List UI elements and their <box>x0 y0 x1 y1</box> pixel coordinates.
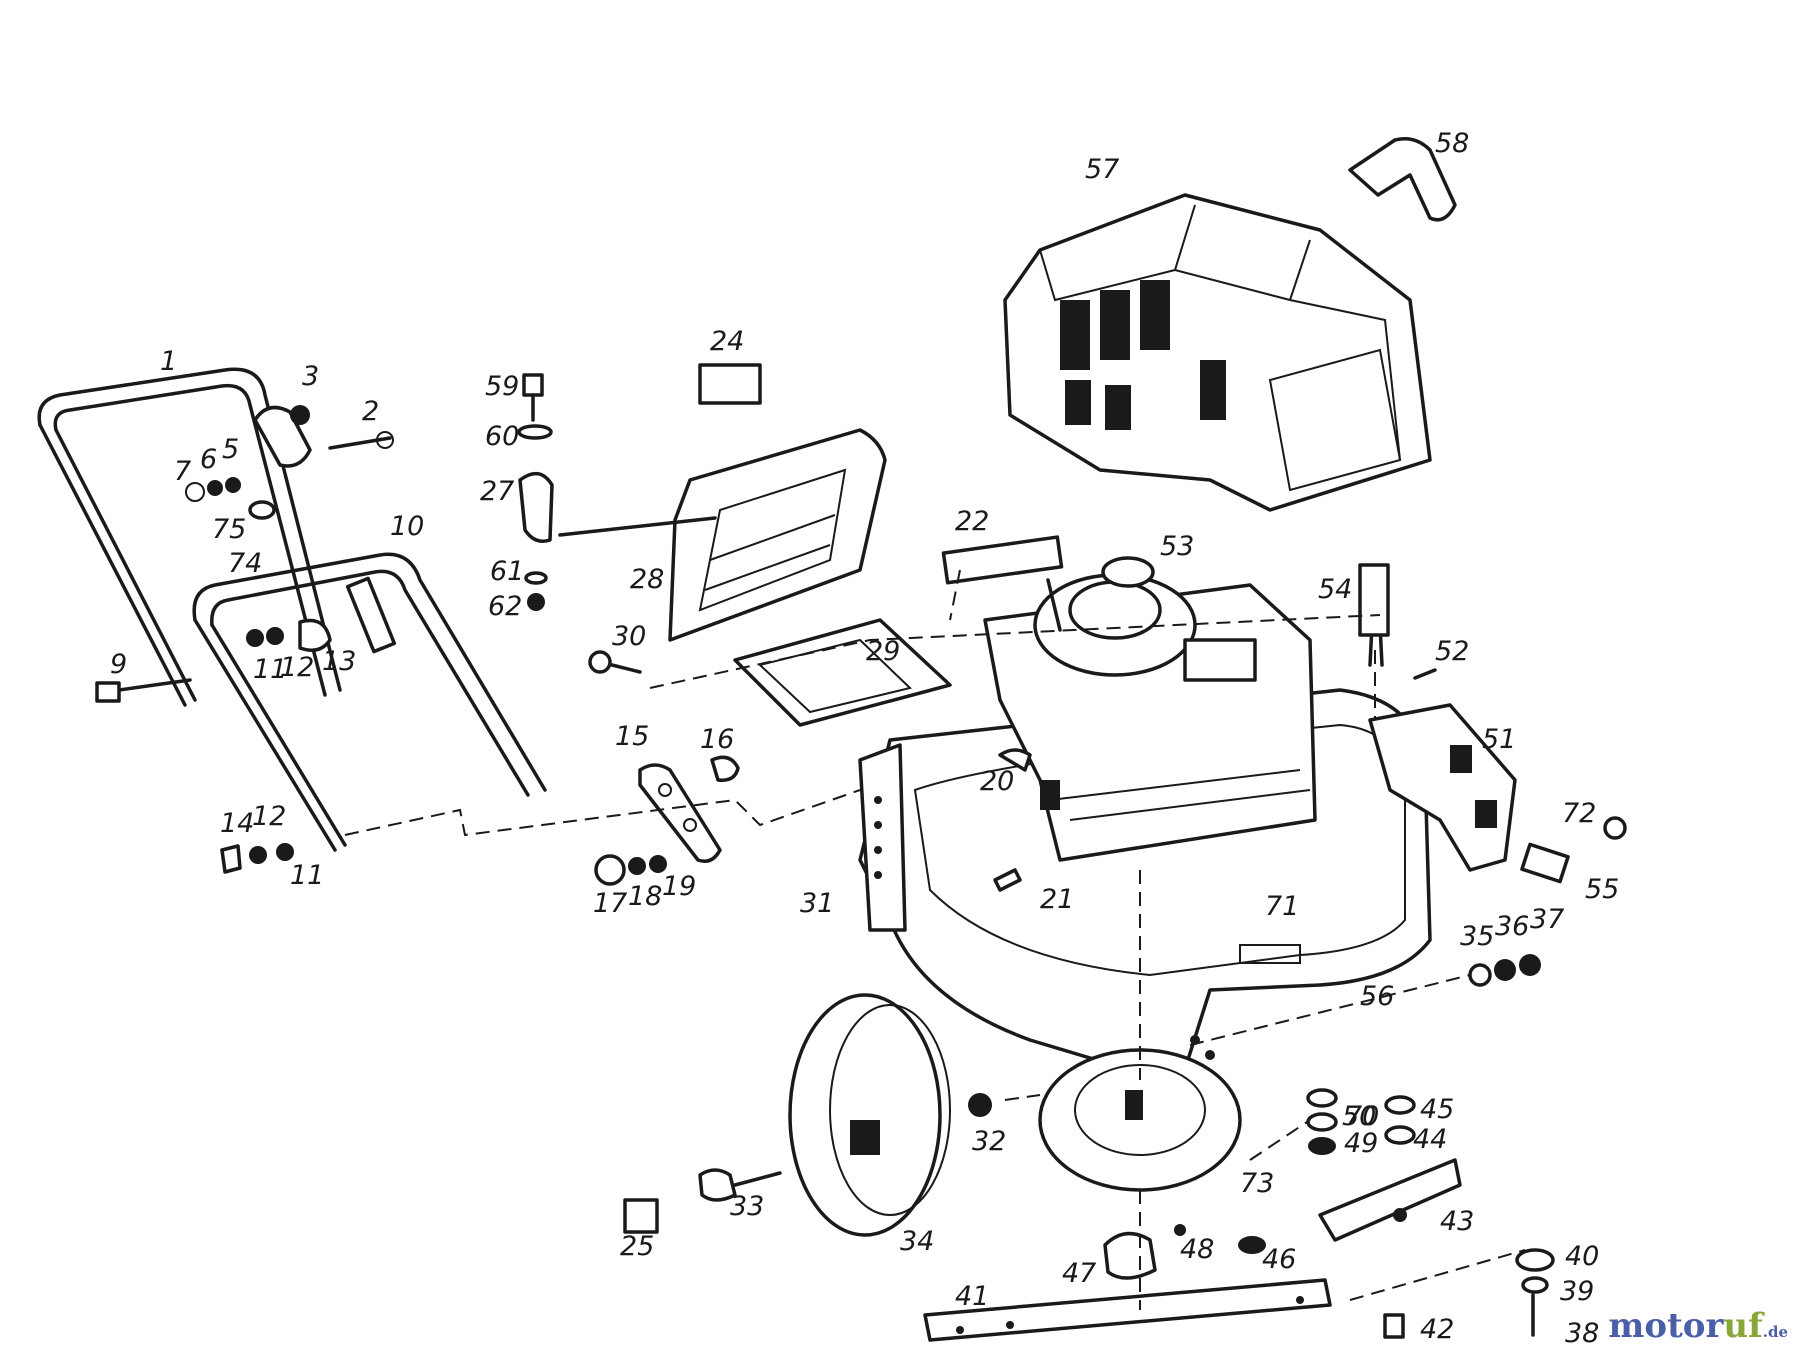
part-label: 29 <box>866 636 900 667</box>
part-label: 48 <box>1180 1234 1214 1265</box>
part-label: 28 <box>630 564 664 595</box>
part-label: 32 <box>972 1126 1006 1157</box>
part-label: 27 <box>480 476 514 507</box>
part-label: 73 <box>1240 1168 1274 1199</box>
part-label: 7 <box>174 456 191 487</box>
part-label: 18 <box>628 881 662 912</box>
part-label: 33 <box>730 1191 764 1222</box>
part-label: 21 <box>1040 884 1074 915</box>
part-label: 35 <box>1460 921 1494 952</box>
part-label: 2 <box>362 396 379 427</box>
part-label: 36 <box>1495 911 1529 942</box>
part-label: 47 <box>1062 1258 1096 1289</box>
part-label: 1 <box>160 346 177 377</box>
motoruf-watermark-logo: motoruf.de <box>1608 1306 1788 1346</box>
part-label: 14 <box>220 808 254 839</box>
blade <box>923 1278 1332 1342</box>
part-label: 45 <box>1420 1094 1454 1125</box>
part-label: 70 <box>1345 1101 1379 1132</box>
part-label: 50 <box>1342 1101 1376 1132</box>
part-label: 25 <box>620 1231 654 1262</box>
flap-hardware <box>517 373 717 674</box>
part-label: 57 <box>1085 154 1119 185</box>
part-label: 71 <box>1265 891 1299 922</box>
part-label: 75 <box>212 514 246 545</box>
part-label: 42 <box>1420 1314 1454 1345</box>
part-label: 6 <box>200 444 217 475</box>
catcher-handle <box>1348 137 1457 222</box>
part-label: 52 <box>1435 636 1469 667</box>
lower-handle-bar <box>192 552 547 852</box>
blade-hub <box>1103 1158 1462 1280</box>
part-label: 11 <box>290 860 324 891</box>
part-label: 12 <box>280 652 314 683</box>
handle-hardware <box>95 477 397 874</box>
part-label: 54 <box>1318 574 1352 605</box>
part-label: 20 <box>980 766 1014 797</box>
part-label: 40 <box>1565 1241 1599 1272</box>
part-label: 12 <box>252 801 286 832</box>
part-label: 38 <box>1565 1318 1599 1349</box>
part-label: 37 <box>1530 904 1564 935</box>
part-label: 56 <box>1360 981 1394 1012</box>
part-label: 11 <box>253 654 287 685</box>
rear-axle-bracket <box>1358 563 1627 884</box>
part-label: 22 <box>955 506 989 537</box>
part-label: 9 <box>110 649 127 680</box>
part-label: 17 <box>593 888 627 919</box>
rear-flap <box>668 363 887 642</box>
part-label: 30 <box>612 621 646 652</box>
part-label: 19 <box>662 871 696 902</box>
part-label: 46 <box>1262 1244 1296 1275</box>
part-label: 3 <box>302 361 319 392</box>
part-label: 59 <box>485 371 519 402</box>
wheel <box>623 993 992 1237</box>
part-label: 61 <box>490 556 524 587</box>
handle-clamp <box>253 405 394 468</box>
part-label: 62 <box>488 591 522 622</box>
part-label: 60 <box>485 421 519 452</box>
part-label: 15 <box>615 721 649 752</box>
part-label: 31 <box>800 888 834 919</box>
part-label: 41 <box>955 1281 989 1312</box>
part-label: 10 <box>390 511 424 542</box>
part-label: 13 <box>322 646 356 677</box>
engine <box>983 556 1317 862</box>
part-label: 39 <box>1560 1276 1594 1307</box>
part-label: 49 <box>1344 1128 1378 1159</box>
part-label: 43 <box>1440 1206 1474 1237</box>
grass-catcher <box>1003 193 1432 512</box>
part-label: 58 <box>1435 128 1469 159</box>
part-label: 72 <box>1562 798 1596 829</box>
part-label: 5 <box>222 434 239 465</box>
part-label: 16 <box>700 724 734 755</box>
upper-handle-bar <box>37 367 342 707</box>
part-label: 53 <box>1160 531 1194 562</box>
part-label: 44 <box>1413 1124 1447 1155</box>
part-label: 51 <box>1482 724 1516 755</box>
assembly-lines <box>344 569 1526 1310</box>
part-labels: 1 2 3 5 6 7 9 10 11 12 13 14 12 11 15 16… <box>110 128 1619 1349</box>
part-label: 74 <box>228 548 262 579</box>
height-adjuster <box>594 755 740 886</box>
blade-washers <box>1174 1088 1555 1339</box>
part-label: 55 <box>1585 874 1619 905</box>
flap-bracket <box>733 618 952 727</box>
part-label: 24 <box>710 326 744 357</box>
part-label: 34 <box>900 1226 934 1257</box>
